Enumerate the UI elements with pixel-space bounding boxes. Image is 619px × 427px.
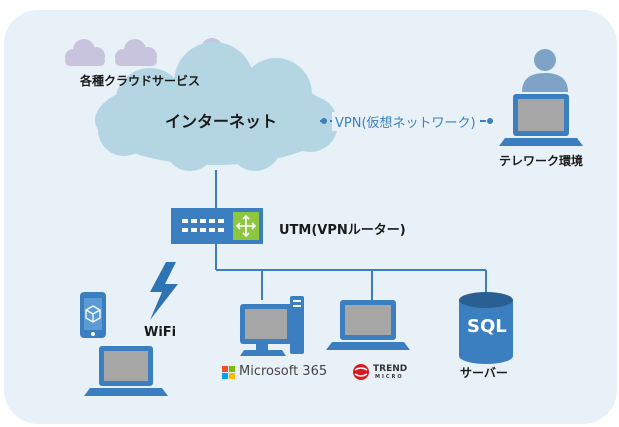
person-icon bbox=[522, 49, 568, 92]
router-icon bbox=[171, 208, 263, 244]
utm-label: UTM(VPNルーター) bbox=[279, 223, 406, 238]
internet-label: インターネット bbox=[165, 112, 278, 131]
trend-micro-label-bottom: MICRO bbox=[375, 374, 404, 380]
wifi-laptop-icon bbox=[84, 346, 168, 396]
small-cloud-icon-2 bbox=[115, 39, 157, 66]
microsoft-365-label: Microsoft 365 bbox=[239, 364, 328, 379]
cloud-services-label: 各種クラウドサービス bbox=[80, 74, 201, 88]
sql-label: SQL bbox=[467, 316, 507, 337]
lan-lines bbox=[215, 244, 487, 300]
security-laptop-icon bbox=[326, 300, 410, 350]
trend-micro-label-top: TREND bbox=[373, 364, 408, 374]
trend-micro-logo-icon bbox=[353, 364, 369, 380]
vpn-link-label: VPN(仮想ネットワーク) bbox=[332, 112, 479, 131]
telework-laptop-icon bbox=[499, 94, 583, 146]
wifi-lightning-icon bbox=[150, 262, 178, 320]
database-icon bbox=[459, 292, 513, 364]
microsoft-logo-icon bbox=[222, 366, 235, 379]
telework-label: テレワーク環境 bbox=[499, 154, 584, 168]
server-label: サーバー bbox=[460, 366, 508, 380]
small-cloud-icon-1 bbox=[65, 39, 105, 66]
internet-cloud-icon bbox=[95, 42, 338, 171]
desktop-pc-icon bbox=[240, 296, 304, 356]
smartphone-icon bbox=[80, 292, 106, 338]
wifi-label: WiFi bbox=[144, 325, 177, 340]
